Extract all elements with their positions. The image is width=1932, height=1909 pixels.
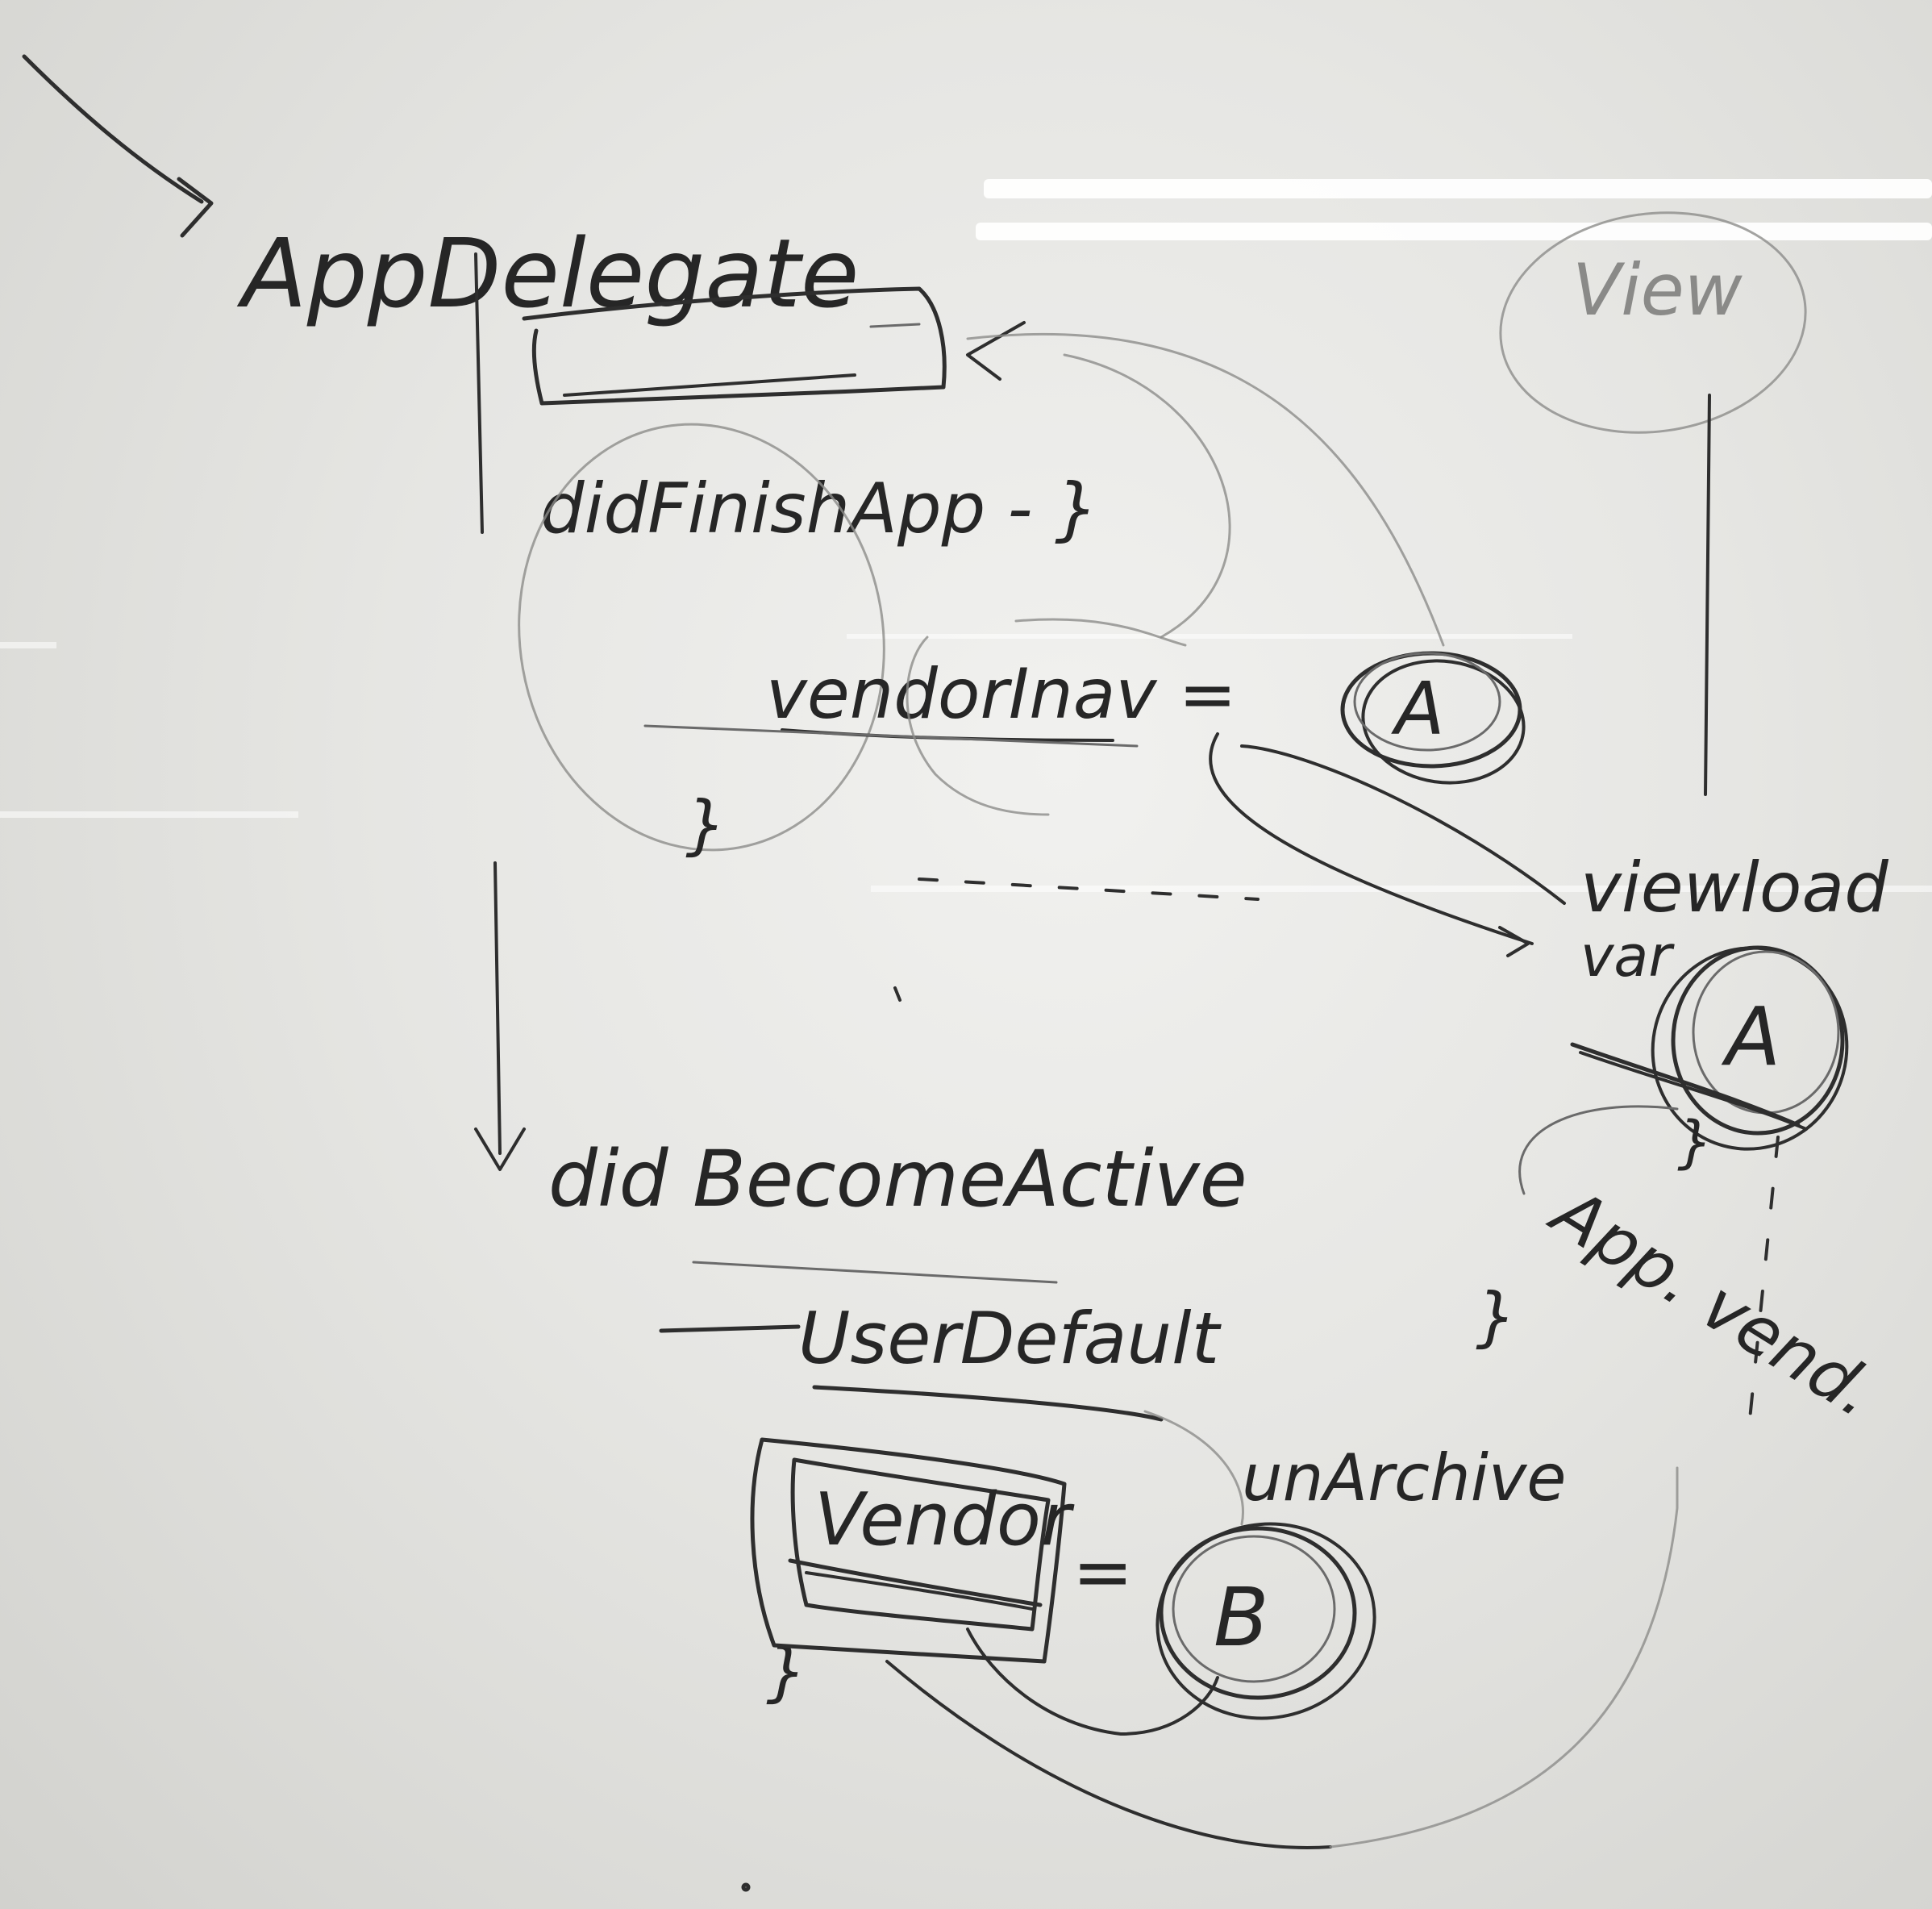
unarchive-label: unArchive: [1242, 1440, 1567, 1515]
arrow-to-viewload: [1209, 732, 1566, 957]
app-vendor-label: App. vend.: [1536, 1170, 1891, 1432]
scope-circle: [518, 423, 885, 852]
circle-b-label: B: [1214, 1570, 1269, 1665]
circle-a-right-label: A: [1721, 990, 1780, 1084]
timeline-line: [474, 252, 484, 534]
var-label: var: [1580, 923, 1675, 990]
equals-bottom: =: [1072, 1530, 1133, 1615]
user-default-label: UserDefault: [798, 1297, 1222, 1380]
instance-a-right: A: [1570, 945, 1849, 1151]
property-box: [522, 286, 947, 406]
did-finish-label: didFinishApp - }: [540, 469, 1099, 549]
dotted-connector: [918, 877, 1260, 901]
reference-curves: [906, 332, 1445, 816]
light-reflections: [0, 179, 1932, 892]
did-become-active-label: did BecomeActive: [548, 1134, 1247, 1224]
app-vend-curve: [1518, 1105, 1679, 1195]
brace-2: }: [1677, 1109, 1713, 1175]
view-group: View: [1499, 211, 1807, 796]
timeline-arrow: [474, 861, 526, 1171]
circle-a-top-label: A: [1391, 667, 1445, 752]
vendor-box: Vendor: [750, 1437, 1075, 1664]
entry-arrow: [22, 54, 214, 238]
view-top-label: View: [1572, 248, 1743, 331]
view-load-label: viewload: [1580, 848, 1888, 928]
vendor-assign-label: vendorInav =: [766, 654, 1237, 735]
app-delegate-label: AppDelegate: [236, 218, 859, 329]
vendor-box-label: Vendor: [814, 1478, 1075, 1562]
b-curves: [885, 1410, 1679, 1849]
instance-b: B: [1155, 1522, 1376, 1720]
instance-a-top: A: [1340, 651, 1526, 785]
brace-3: }: [1476, 1279, 1517, 1354]
brace-1: }: [685, 787, 727, 862]
property-arrow: [966, 321, 1026, 381]
